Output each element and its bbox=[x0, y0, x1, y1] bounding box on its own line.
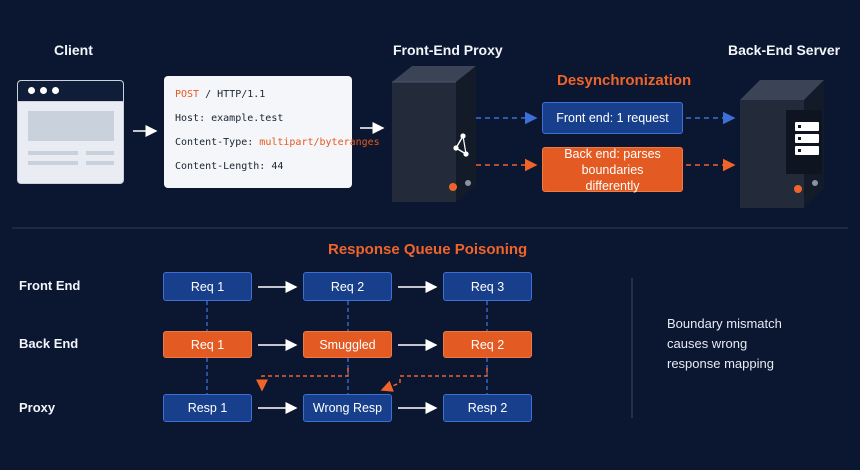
content-length-line: Content-Length: 44 bbox=[175, 161, 284, 172]
queue-title: Response Queue Poisoning bbox=[328, 241, 528, 258]
mapping-arrow-2 bbox=[380, 368, 488, 392]
host-header-line: Host: example.test bbox=[175, 113, 284, 124]
client-header: Client bbox=[54, 42, 93, 58]
proxy-wrong-resp: Wrong Resp bbox=[303, 394, 392, 422]
back-end-smuggled: Smuggled bbox=[303, 331, 392, 358]
row-label-front-end: Front End bbox=[19, 278, 81, 293]
front-end-req-1: Req 1 bbox=[163, 272, 252, 301]
back-end-parse-box: Back end: parses boundaries differently bbox=[542, 147, 683, 193]
back-end-req-2: Req 2 bbox=[443, 331, 532, 358]
mapping-arrow-1 bbox=[256, 368, 349, 392]
server-header: Back-End Server bbox=[728, 42, 841, 58]
desync-title: Desynchronization bbox=[557, 72, 692, 89]
proxy-resp-2: Resp 2 bbox=[443, 394, 532, 422]
front-end-req-2: Req 2 bbox=[303, 272, 392, 301]
row-label-back-end: Back End bbox=[19, 336, 79, 351]
proxy-resp-1: Resp 1 bbox=[163, 394, 252, 422]
browser-window-icon bbox=[17, 80, 124, 184]
mismatch-note: Boundary mismatch causes wrong response … bbox=[667, 316, 782, 371]
back-end-req-1: Req 1 bbox=[163, 331, 252, 358]
http-request-card: POST / HTTP/1.1 Host: example.test Conte… bbox=[164, 76, 380, 188]
row-label-proxy: Proxy bbox=[19, 400, 56, 415]
content-type-line: Content-Type: multipart/byteranges bbox=[175, 137, 380, 148]
proxy-header: Front-End Proxy bbox=[393, 42, 503, 58]
front-end-request-box: Front end: 1 request bbox=[542, 102, 683, 134]
front-end-req-3: Req 3 bbox=[443, 272, 532, 301]
request-line: POST / HTTP/1.1 bbox=[175, 89, 266, 100]
